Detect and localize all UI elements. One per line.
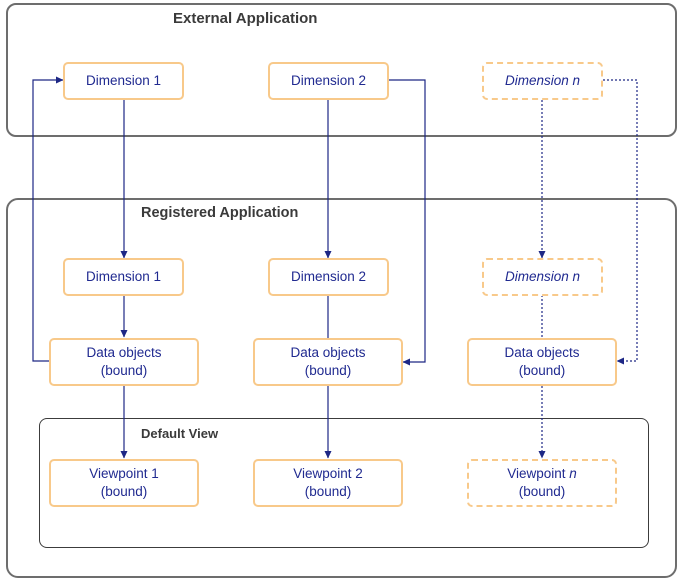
data-objects-1-line1: Data objects bbox=[86, 345, 162, 360]
registered-dimension-1-label: Dimension 1 bbox=[85, 269, 162, 284]
registered-dimension-n-box: Dimension n bbox=[482, 258, 603, 296]
data-objects-2-box: Data objects (bound) bbox=[253, 338, 403, 386]
external-application-title: External Application bbox=[173, 10, 318, 27]
viewpoint-n-line1: Viewpoint n bbox=[507, 466, 577, 481]
registered-dimension-2-box: Dimension 2 bbox=[268, 258, 389, 296]
viewpoint-1-line2: (bound) bbox=[100, 484, 148, 499]
registered-dimension-1-box: Dimension 1 bbox=[63, 258, 184, 296]
registered-dimension-2-label: Dimension 2 bbox=[290, 269, 367, 284]
data-objects-n-box: Data objects (bound) bbox=[467, 338, 617, 386]
data-objects-n-line2: (bound) bbox=[518, 363, 566, 378]
external-dimension-1-box: Dimension 1 bbox=[63, 62, 184, 100]
connector-data1-back-to-ext-dim1 bbox=[32, 76, 64, 365]
viewpoint-2-box: Viewpoint 2 (bound) bbox=[253, 459, 403, 507]
viewpoint-2-line2: (bound) bbox=[304, 484, 352, 499]
external-dimension-2-box: Dimension 2 bbox=[268, 62, 389, 100]
data-objects-n-line1: Data objects bbox=[504, 345, 580, 360]
viewpoint-n-box: Viewpoint n (bound) bbox=[467, 459, 617, 507]
data-objects-1-line2: (bound) bbox=[100, 363, 148, 378]
default-view-title: Default View bbox=[141, 426, 219, 441]
external-dimension-n-box: Dimension n bbox=[482, 62, 603, 100]
registered-dimension-n-label: Dimension n bbox=[504, 269, 581, 284]
viewpoint-1-box: Viewpoint 1 (bound) bbox=[49, 459, 199, 507]
data-objects-2-line1: Data objects bbox=[290, 345, 366, 360]
data-objects-1-box: Data objects (bound) bbox=[49, 338, 199, 386]
viewpoint-1-line1: Viewpoint 1 bbox=[89, 466, 159, 481]
external-dimension-1-label: Dimension 1 bbox=[85, 73, 162, 88]
viewpoint-2-line1: Viewpoint 2 bbox=[293, 466, 363, 481]
viewpoint-n-line2: (bound) bbox=[518, 484, 566, 499]
registered-application-title: Registered Application bbox=[141, 205, 299, 221]
external-dimension-n-label: Dimension n bbox=[504, 73, 581, 88]
external-dimension-2-label: Dimension 2 bbox=[290, 73, 367, 88]
connector-data2-back-to-ext-dim2 bbox=[382, 76, 426, 366]
connector-datan-back-to-ext-dimn bbox=[596, 76, 638, 365]
data-objects-2-line2: (bound) bbox=[304, 363, 352, 378]
